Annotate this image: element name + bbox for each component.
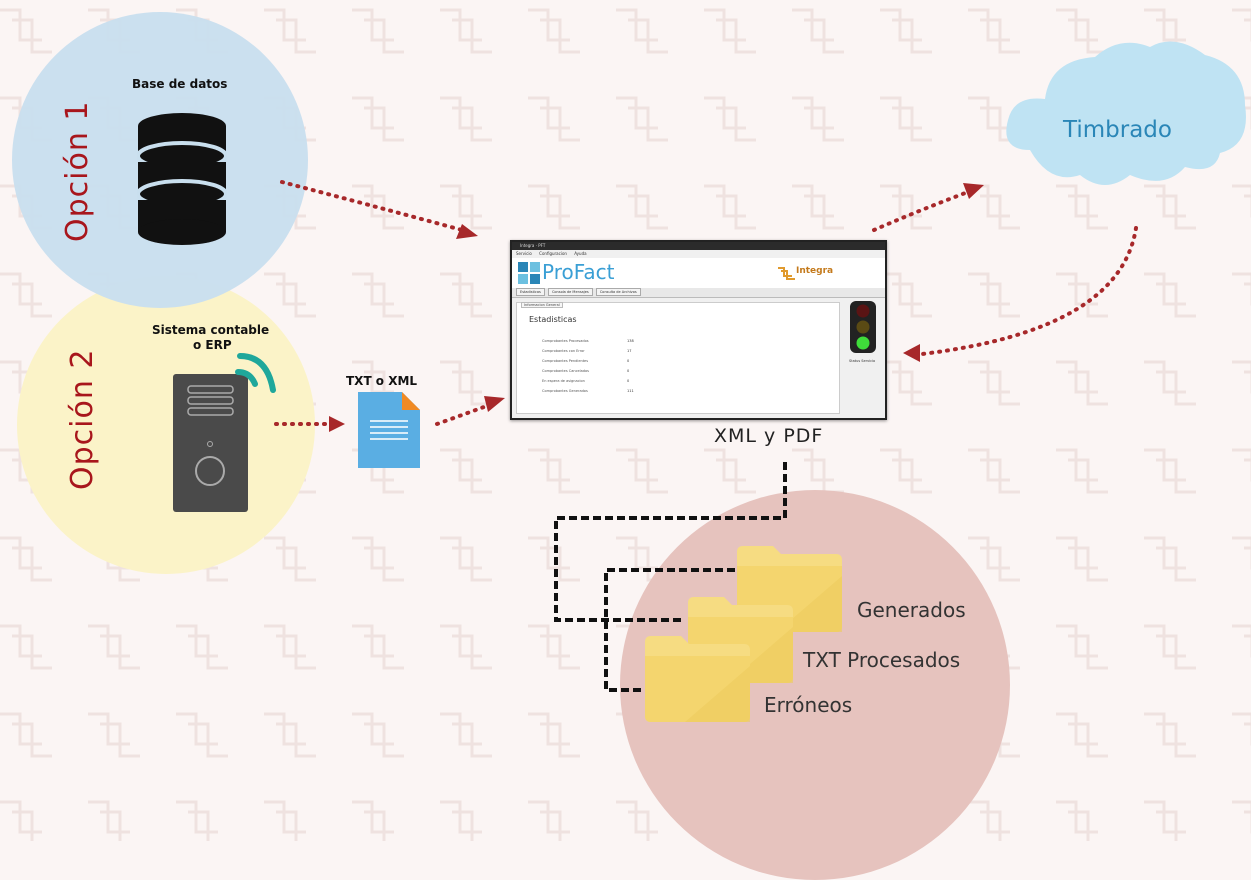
stat-value: 17 [627, 349, 632, 353]
database-icon [137, 113, 227, 245]
stat-label: Comprobantes Generados [542, 389, 588, 393]
stats-panel: Informacion General Estadisticas Comprob… [516, 302, 840, 414]
arrow-app-to-cloud [872, 190, 970, 232]
arrowhead-device [329, 416, 345, 432]
folder-erroneos-icon [645, 636, 750, 722]
stat-value: 111 [627, 389, 634, 393]
stat-label: Comprobantes con Error [542, 349, 585, 353]
database-label: Base de datos [132, 77, 228, 91]
option2-circle [17, 276, 315, 574]
app-menubar: Servicio Configuracion Ayuda [512, 250, 885, 258]
tab-estadisticas[interactable]: Estadisticas [516, 288, 545, 296]
stat-label: Comprobantes Cancelados [542, 369, 589, 373]
profact-logo-text: ProFact [542, 260, 615, 284]
cloud-icon [1006, 41, 1246, 185]
integra-logo-icon [778, 267, 795, 280]
app-titlebar: Integra · PFT [512, 242, 885, 250]
profact-logo-icon [518, 262, 540, 284]
stat-label: En espera de asignacion [542, 379, 585, 383]
document-icon [358, 392, 420, 468]
folder-erroneos-label: Erróneos [764, 693, 853, 717]
app-tabs: Estadisticas Consola de Mensajes Consult… [512, 288, 885, 298]
menu-ayuda[interactable]: Ayuda [574, 251, 587, 256]
arrowhead-document [484, 396, 505, 412]
stat-label: Comprobantes Pendientes [542, 359, 589, 363]
arrowhead-cloud [963, 183, 984, 199]
tab-consulta[interactable]: Consulta de Archivos [595, 288, 641, 296]
stat-value: 0 [627, 379, 630, 383]
menu-configuracion[interactable]: Configuracion [539, 251, 567, 256]
stat-value: 0 [627, 369, 630, 373]
dashed-to-procesados [604, 568, 735, 692]
arrowhead-db [456, 224, 478, 239]
app-header: ProFact Integra [512, 258, 885, 288]
menu-servicio[interactable]: Servicio [516, 251, 532, 256]
status-label: Status Servicio [849, 359, 876, 363]
folder-procesados-label: TXT Procesados [803, 648, 961, 672]
profact-app-window: Integra · PFT Servicio Configuracion Ayu… [510, 240, 887, 420]
folder-generados-label: Generados [857, 598, 966, 622]
dashed-output-to-generados [554, 462, 787, 622]
arrow-db-to-app [280, 180, 464, 232]
traffic-light-icon [850, 301, 876, 353]
stat-label: Comprobantes Procesados [542, 339, 589, 343]
output-label: XML y PDF [714, 425, 824, 447]
section-title: Estadisticas [529, 315, 577, 324]
document-label: TXT o XML [346, 374, 418, 388]
device-label-line1: Sistema contable [152, 323, 270, 337]
stat-value: 0 [627, 359, 630, 363]
integra-brand: Integra [796, 266, 834, 276]
arrowhead-return [903, 344, 920, 362]
section-tab[interactable]: Informacion General [521, 302, 563, 308]
server-tower-icon [173, 353, 276, 512]
wifi-signal-icon [235, 353, 276, 393]
device-label-line2: o ERP [193, 338, 232, 352]
arrow-cloud-to-app [920, 226, 1138, 356]
arrow-document-to-app [435, 402, 494, 426]
cloud-label: Timbrado [1063, 117, 1172, 143]
stat-value: 138 [627, 339, 634, 343]
tab-consola[interactable]: Consola de Mensajes [547, 288, 593, 296]
